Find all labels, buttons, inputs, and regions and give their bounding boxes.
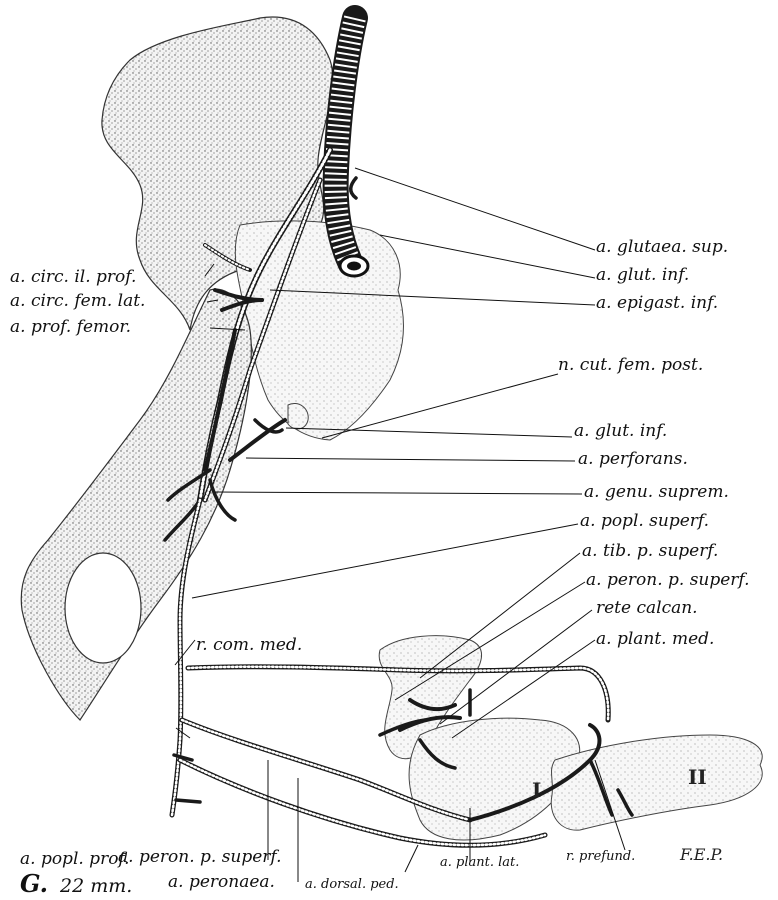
knee-foramen: [65, 553, 141, 663]
label-a-perforans: a. perforans.: [578, 449, 688, 469]
label-n-cut-fem-post: n. cut. fem. post.: [558, 355, 703, 375]
caption-letter: G.: [20, 869, 48, 898]
caption-size: 22 mm.: [59, 875, 132, 897]
label-a-genu-suprem: a. genu. suprem.: [584, 482, 729, 502]
label-a-peronaea: a. peronaea.: [168, 872, 275, 892]
label-a-circ-fem-lat: a. circ. fem. lat.: [10, 291, 145, 311]
label-a-glut-inf-lower: a. glut. inf.: [574, 421, 667, 441]
label-a-peron-p-superf-bottom: a. peron. p. superf.: [118, 847, 282, 867]
label-a-circ-il-prof: a. circ. il. prof.: [10, 267, 136, 287]
label-r-prefund: r. prefund.: [566, 849, 635, 864]
label-a-peron-p-superf-right: a. peron. p. superf.: [586, 570, 750, 590]
artist-signature: F.E.P.: [679, 845, 723, 864]
label-a-prof-femor: a. prof. femor.: [10, 317, 131, 337]
label-a-epigast-inf: a. epigast. inf.: [596, 293, 718, 313]
label-a-tib-p-superf: a. tib. p. superf.: [582, 541, 718, 561]
femur-bone: [21, 289, 251, 720]
label-r-com-med: r. com. med.: [196, 635, 302, 655]
iliac-lumen: [347, 262, 361, 271]
figure-caption: G. 22 mm.: [20, 869, 132, 898]
label-a-glut-inf-upper: a. glut. inf.: [596, 265, 689, 285]
digit-i-label: I: [532, 778, 541, 802]
label-a-plant-lat: a. plant. lat.: [440, 855, 519, 870]
digit-ii-bone: [551, 735, 762, 830]
ischium-bone: [235, 221, 403, 440]
label-rete-calcan: rete calcan.: [596, 598, 698, 618]
label-a-plant-med: a. plant. med.: [596, 629, 714, 649]
label-a-glutaea-sup: a. glutaea. sup.: [596, 237, 728, 257]
label-a-dorsal-ped: a. dorsal. ped.: [305, 877, 399, 892]
label-a-popl-prof: a. popl. prof.: [20, 849, 130, 869]
label-a-popl-superf: a. popl. superf.: [580, 511, 709, 531]
digit-ii-label: II: [688, 765, 707, 789]
